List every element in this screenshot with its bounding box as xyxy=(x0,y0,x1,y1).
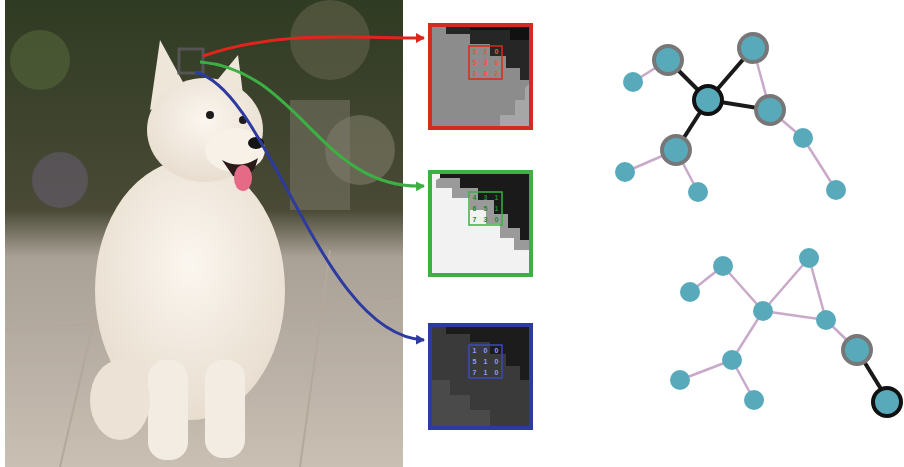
graph xyxy=(615,34,846,202)
kernel-value: 0 xyxy=(491,367,502,378)
kernel-value: 5 xyxy=(469,356,480,367)
zoom-arrow xyxy=(200,62,424,186)
image-patch xyxy=(428,170,533,277)
kernel-value: 4 xyxy=(469,192,480,203)
image-patch xyxy=(428,323,533,430)
kernel-value: 3 xyxy=(480,192,491,203)
kernel-value: 1 xyxy=(480,367,491,378)
zoom-arrow xyxy=(195,72,424,340)
kernel-value: 1 xyxy=(491,192,502,203)
kernel-value: 3 xyxy=(480,214,491,225)
kernel-value: 5 xyxy=(480,203,491,214)
kernel-value: 0 xyxy=(491,345,502,356)
kernel-value: 3 xyxy=(469,68,480,79)
kernel-value: 1 xyxy=(480,356,491,367)
kernel-value: 2 xyxy=(491,68,502,79)
dog-photo xyxy=(5,0,403,467)
image-patch xyxy=(428,23,533,130)
kernel-value: 3 xyxy=(480,57,491,68)
zoom-arrow xyxy=(203,37,424,56)
kernel-value: 0 xyxy=(491,46,502,57)
graph xyxy=(670,248,901,416)
kernel-value: 7 xyxy=(469,214,480,225)
kernel-value: 0 xyxy=(480,345,491,356)
kernel-value: 1 xyxy=(469,345,480,356)
kernel-value: 0 xyxy=(491,57,502,68)
kernel-value: 0 xyxy=(491,356,502,367)
kernel-value: 6 xyxy=(469,203,480,214)
kernel-value: 2 xyxy=(480,46,491,57)
kernel-value: 0 xyxy=(491,214,502,225)
kernel-value: 7 xyxy=(469,367,480,378)
kernel-value: 3 xyxy=(469,46,480,57)
kernel-value: 1 xyxy=(491,203,502,214)
kernel-value: 0 xyxy=(480,68,491,79)
kernel-value: 5 xyxy=(469,57,480,68)
